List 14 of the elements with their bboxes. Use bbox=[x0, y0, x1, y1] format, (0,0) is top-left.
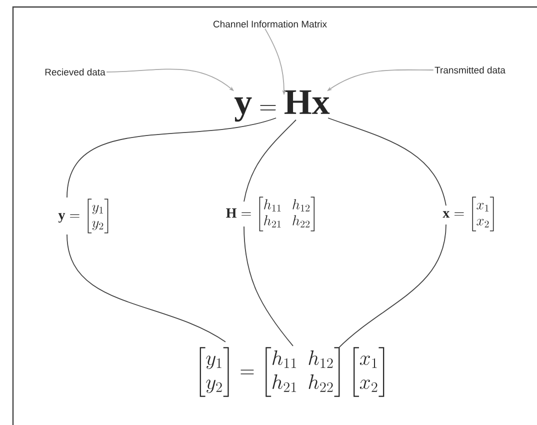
main-equation: $\mathbf{y} = \mathbf{H}\mathbf{x}$ bbox=[234, 90, 330, 122]
connector-curve bbox=[66, 234, 226, 342]
callout-label: Recieved data bbox=[45, 68, 106, 76]
connector-curve bbox=[244, 119, 296, 202]
connector-curve bbox=[338, 224, 446, 348]
callout-label: Channel Information Matrix bbox=[213, 20, 327, 28]
definition-equation: $\mathbf{x} = \begin{bmatrix} x_1 \\ x_2 \end{bmatrix}$ bbox=[442, 196, 494, 232]
callout-label: Transmitted data bbox=[434, 66, 506, 74]
definition-equation: $\mathbf{H} = \begin{bmatrix} h_{11} & h_{12} \\ h_{21} & h_{22} \end{bmatrix}$ bbox=[226, 196, 315, 232]
connector-curve bbox=[66, 118, 277, 198]
connector-curve bbox=[244, 226, 294, 346]
definition-equation: $\mathbf{y} = \begin{bmatrix} y_1 \\ y_2 \end{bmatrix}$ bbox=[58, 198, 108, 234]
expanded-equation: $\begin{bmatrix} y_1 \\ y_2 \end{bmatrix} = \begin{bmatrix} h_{11} & h_{12} \\ h_{21} & h_{22} \end{bmatrix} \begin{bmatrix} x_1 \\ x_2 \end{bmatrix}$ bbox=[200, 347, 384, 397]
connector-curve bbox=[328, 118, 446, 206]
